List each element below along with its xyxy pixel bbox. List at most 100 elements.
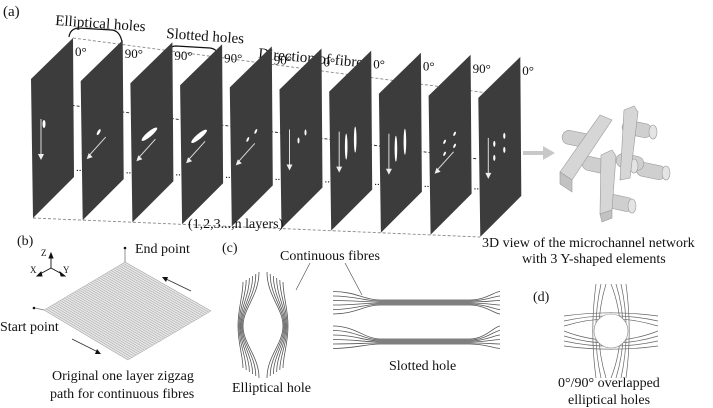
continuous-fibres-label: Continuous fibres — [280, 249, 380, 264]
panel-c: (c) Continuous fibres Elliptical hole Sl… — [222, 241, 501, 396]
slotted-hole-fibres — [332, 291, 501, 349]
fibre-line — [240, 275, 253, 375]
overlapped-holes-fibres — [563, 283, 659, 379]
zigzag-caption-line2: path for continuous fibres — [50, 387, 194, 402]
direction-arrow-up — [163, 277, 192, 292]
fibre-line — [241, 273, 257, 377]
hole — [453, 131, 456, 136]
elliptical-brace — [68, 27, 123, 43]
fibre-line — [266, 271, 284, 379]
layer-sheet — [31, 38, 74, 218]
network-caption-line2: with 3 Y-shaped elements — [522, 252, 666, 267]
direction-arrow-down — [71, 338, 99, 353]
microchannel-network-3d — [559, 105, 671, 223]
fibre-line-vertical — [625, 283, 630, 379]
zigzag-line — [47, 307, 133, 358]
panel-a-label: (a) — [3, 4, 20, 20]
arrow-head-icon — [38, 154, 44, 160]
zigzag-line — [51, 304, 137, 356]
hole — [42, 120, 46, 128]
hole — [254, 129, 258, 134]
hole — [443, 139, 446, 144]
fibre-line — [332, 304, 501, 315]
layer-panels: 0°....90°....90°....90°....90°....0°....… — [31, 38, 534, 237]
fibre-direction-arrow — [137, 138, 156, 160]
elliptical-hole-caption: Elliptical hole — [232, 381, 311, 396]
layer-sheet — [279, 48, 323, 229]
zigzag-line — [88, 283, 174, 334]
zigzag-line — [98, 277, 185, 328]
hole — [394, 135, 398, 162]
ellipsis-dots: .... — [76, 162, 87, 174]
layer-angle-label: 0° — [423, 59, 435, 74]
arrow-head-icon — [186, 157, 193, 164]
end-point-marker — [123, 246, 127, 250]
fibre-direction-arrow — [186, 140, 206, 162]
network-caption-line1: 3D view of the microchannel network — [482, 236, 695, 251]
fibre-line — [332, 303, 501, 310]
panel-a: (a) Elliptical holes Slotted holes Direc… — [3, 4, 695, 267]
zigzag-line — [45, 308, 131, 359]
zigzag-line — [82, 286, 168, 337]
zigzag-line — [108, 271, 195, 322]
layer-angle-label: 90° — [274, 52, 292, 67]
zigzag-line — [76, 290, 162, 341]
zigzag-line — [86, 284, 172, 335]
layer-panel: 90°.... — [180, 44, 242, 225]
elliptical-hole-fibres — [237, 271, 289, 379]
ellipsis-dots: .... — [126, 164, 137, 176]
start-point-stem — [34, 307, 45, 311]
zigzag-line — [64, 297, 149, 348]
arrow-head-icon — [136, 155, 143, 162]
layer-angle-label: 90° — [224, 50, 242, 65]
panel-c-label: (c) — [222, 241, 238, 256]
hole — [503, 132, 506, 139]
fibre-line — [276, 277, 287, 373]
axis-x-label: X — [30, 265, 37, 275]
fibre-line — [282, 281, 289, 369]
fibre-direction-arrow — [236, 143, 256, 164]
zigzag-line — [74, 291, 160, 342]
layer-sheet — [378, 52, 422, 233]
zigzag-path-plate — [43, 261, 212, 361]
zigzag-line — [116, 266, 203, 317]
layer-panel: 90°.... — [80, 40, 143, 221]
fibre-line — [279, 279, 288, 371]
hole — [353, 126, 357, 153]
fibre-line — [332, 295, 501, 302]
fibre-line-horizontal — [563, 312, 659, 317]
zigzag-line — [92, 280, 178, 331]
bottom-guide-line — [32, 217, 481, 238]
fibre-line — [237, 281, 244, 369]
layer-panel: 90°.... — [229, 46, 292, 227]
layer-angle-label: 0° — [75, 44, 87, 59]
layer-angle-label: 0° — [324, 55, 336, 70]
zigzag-line — [90, 282, 176, 333]
ellipsis-dots: .... — [225, 169, 236, 181]
slotted-holes-label: Slotted holes — [166, 26, 245, 47]
axis-y-label: Y — [63, 265, 70, 275]
hole — [191, 129, 207, 144]
fibre-line — [332, 302, 501, 306]
zigzag-line — [66, 296, 151, 347]
layer-sheet — [80, 40, 124, 221]
fibre-line — [332, 330, 501, 341]
zigzag-line — [56, 302, 141, 353]
ellipsis-dots: .... — [374, 176, 385, 188]
gray-arrow-icon — [523, 146, 555, 160]
hole — [453, 143, 456, 148]
hole — [344, 133, 348, 160]
layer-panel: 90°.... — [130, 42, 193, 223]
layer-sheet — [428, 54, 472, 235]
fibre-line — [332, 291, 501, 301]
panel-d: (d) 0°/90° overlapped elliptical holes — [533, 283, 660, 408]
zigzag-line — [100, 276, 187, 326]
zigzag-caption-line1: Original one layer zigzag — [52, 369, 194, 384]
ellipsis-dots: .... — [175, 167, 186, 179]
layer-sheet — [229, 46, 273, 227]
arrow-head-icon — [235, 159, 242, 166]
arrow-head-icon — [286, 164, 293, 171]
slotted-hole-caption: Slotted hole — [389, 359, 456, 374]
layer-panel: 0° — [478, 56, 534, 237]
panel-b: (b) Z X Y End point Start point Original… — [0, 234, 212, 402]
